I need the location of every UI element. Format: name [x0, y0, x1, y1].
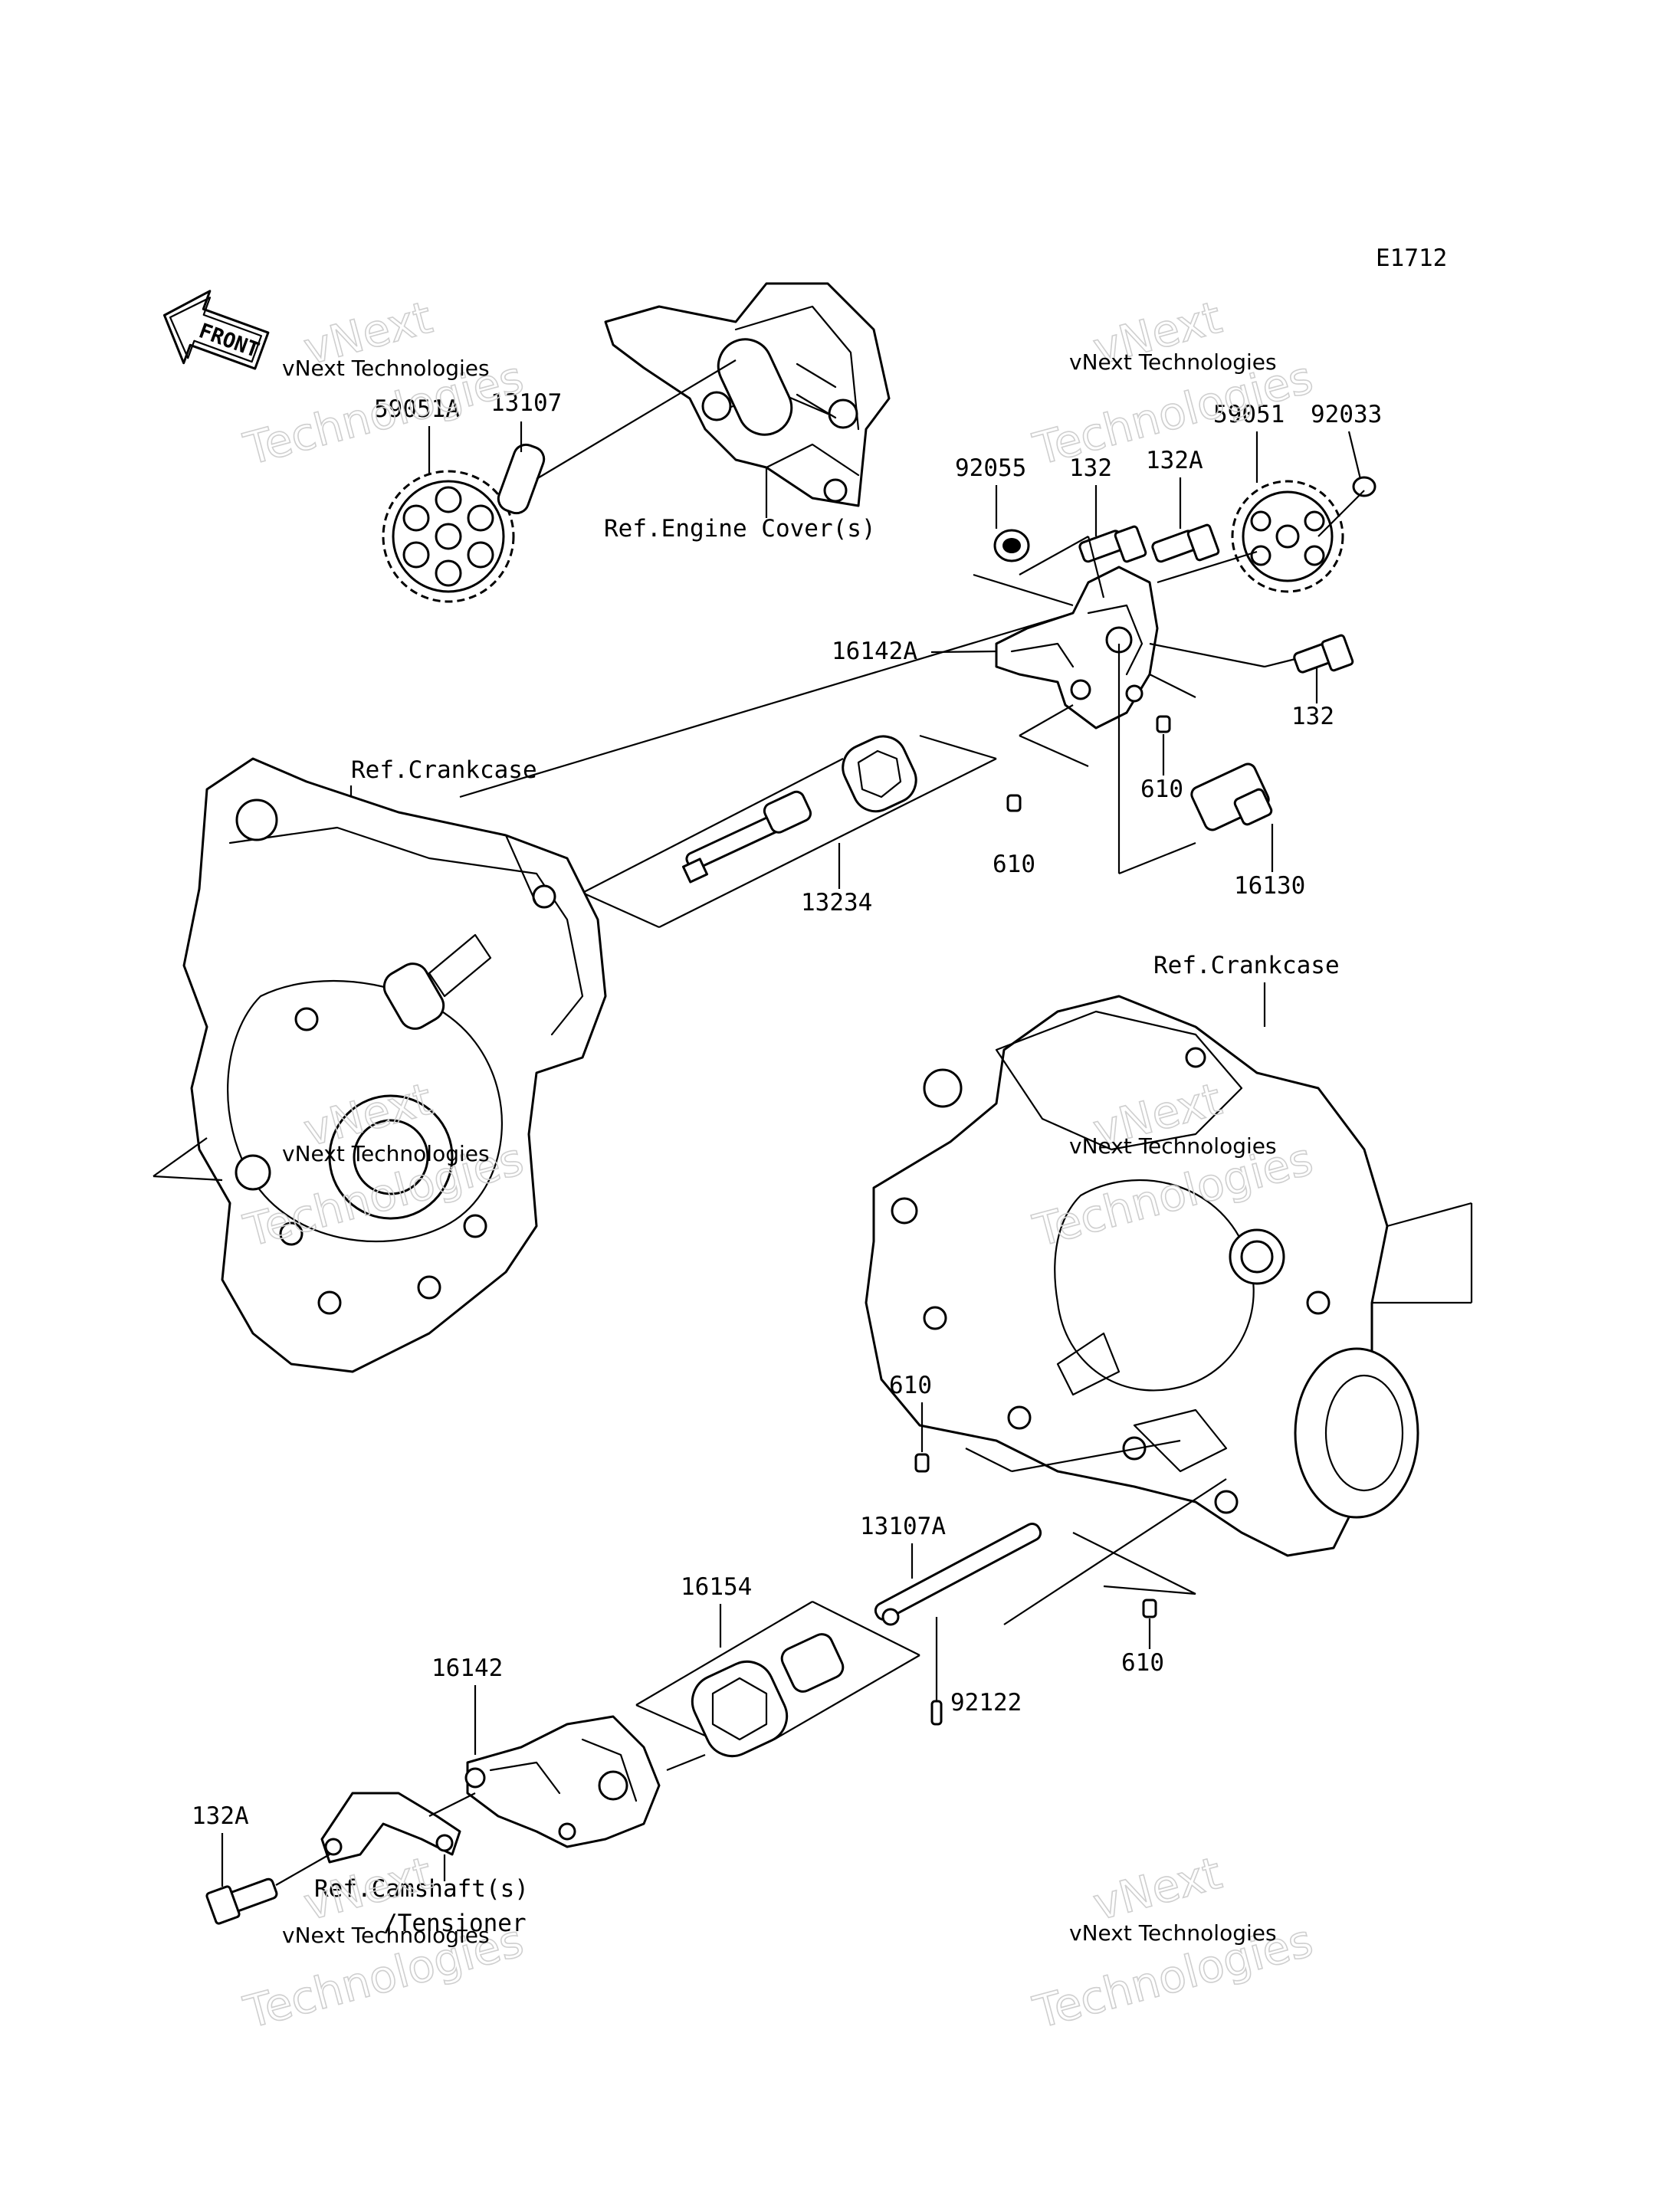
shaft-13107A	[874, 1522, 1042, 1626]
part-13107-label: 13107	[491, 389, 562, 417]
part-16130-label: 16130	[1234, 872, 1305, 900]
watermark-1: vNext Technologies vNext Technologies	[238, 290, 529, 476]
gear-59051	[1231, 480, 1344, 593]
part-92055-label: 92055	[955, 454, 1026, 482]
part-610-d-label: 610	[1121, 1649, 1164, 1677]
bolt-132A-bottom	[205, 1877, 278, 1925]
svg-text:vNext Technologies: vNext Technologies	[282, 1923, 490, 1948]
ref-crankcase-right-label: Ref.Crankcase	[1153, 952, 1340, 979]
washer-92055	[993, 529, 1030, 562]
ref-tensioner-label: /Tensioner	[383, 1910, 527, 1937]
svg-text:vNext Technologies: vNext Technologies	[282, 1141, 490, 1166]
gear-59051A	[382, 470, 515, 603]
diagram-code: E1712	[1376, 244, 1447, 272]
circlip-92033	[1352, 476, 1376, 497]
part-132-top-label: 132	[1069, 454, 1112, 482]
dowel-610-d	[1142, 1599, 1157, 1618]
part-92122-label: 92122	[950, 1689, 1022, 1717]
ref-crankcase-upper-label: Ref.Crankcase	[351, 756, 537, 784]
part-610-c-label: 610	[889, 1372, 932, 1399]
part-92033-label: 92033	[1311, 401, 1382, 428]
pump-body-16142	[464, 1715, 661, 1848]
part-16154-label: 16154	[681, 1573, 752, 1601]
rotor-16154	[691, 1633, 845, 1758]
part-610-b-label: 610	[993, 851, 1035, 878]
bolt-132-right	[1293, 634, 1354, 674]
left-crankcase-drawing	[153, 757, 607, 1373]
shaft-13234	[681, 790, 812, 884]
part-16142-label: 16142	[431, 1654, 503, 1682]
ref-engine-cover-label: Ref.Engine Cover(s)	[604, 515, 876, 543]
part-610-a-label: 610	[1140, 776, 1183, 803]
part-132-right-label: 132	[1291, 703, 1334, 730]
watermark-6: vNext Technologies vNext Technologies	[1027, 1846, 1318, 2039]
rotor-16154A	[842, 735, 917, 813]
pin-13107	[497, 359, 737, 515]
dowel-610-b	[1006, 794, 1022, 812]
part-132A-top-label: 132A	[1146, 447, 1203, 474]
bolt-132-top	[1078, 525, 1147, 563]
pin-92122	[930, 1700, 943, 1726]
svg-text:vNext: vNext	[1088, 1847, 1226, 1931]
right-crankcase-drawing	[865, 995, 1473, 1557]
leader-lines-bottom	[275, 1439, 1227, 1886]
svg-text:vNext Technologies: vNext Technologies	[1069, 1920, 1277, 1946]
ref-camshaft-label: Ref.Camshaft(s)	[314, 1875, 529, 1903]
dowel-610-c	[914, 1453, 930, 1473]
leader-lines-top	[459, 490, 1365, 929]
svg-text:vNext Technologies: vNext Technologies	[1069, 349, 1277, 375]
part-13107A-label: 13107A	[860, 1513, 946, 1540]
part-13234-label: 13234	[801, 889, 872, 917]
engine-cover-drawing	[604, 282, 891, 507]
part-16142A-label: 16142A	[832, 638, 917, 665]
svg-text:vNext Technologies: vNext Technologies	[282, 356, 490, 381]
camshaft-tensioner-bracket	[320, 1792, 461, 1864]
svg-text:vNext Technologies: vNext Technologies	[1069, 1133, 1277, 1159]
pump-body-16142A	[995, 566, 1159, 730]
front-arrow-icon: FRONT	[162, 290, 270, 370]
switch-16130	[1190, 762, 1273, 831]
dowel-610-a	[1156, 715, 1171, 733]
part-59051A-label: 59051A	[374, 395, 460, 423]
part-59051-label: 59051	[1213, 401, 1285, 428]
part-132A-bottom-label: 132A	[192, 1802, 249, 1830]
bolt-132A-top	[1151, 523, 1220, 563]
